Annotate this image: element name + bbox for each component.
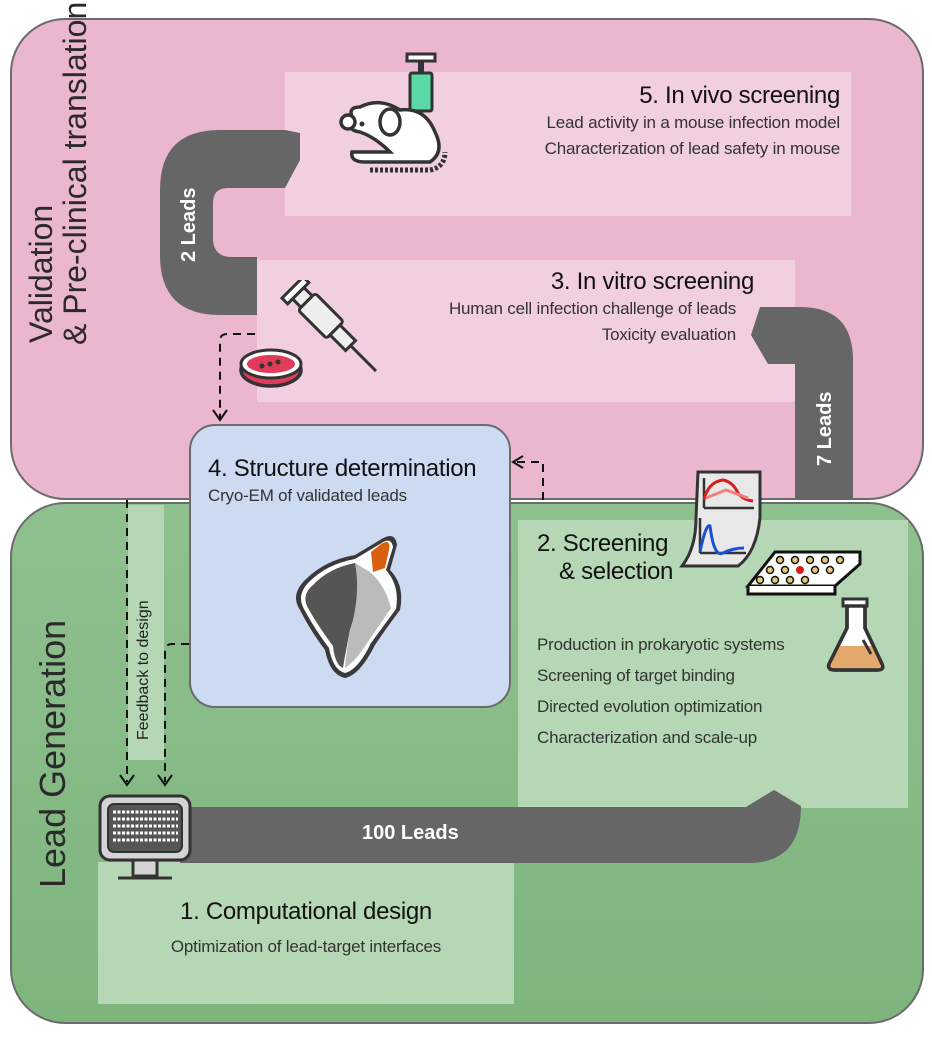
step-computational: 1. Computational design Optimization of … (98, 898, 514, 960)
in-vitro-line: Human cell infection challenge of leads (448, 299, 736, 318)
screening-line: Production in prokaryotic systems (537, 635, 785, 654)
screening-title-line2: & selection (559, 558, 674, 585)
dashed-arrow-invitro-to-structure (219, 333, 255, 418)
feedback-strip (128, 505, 164, 760)
in-vivo-line: Lead activity in a mouse infection model (546, 113, 841, 132)
computational-title: 1. Computational design (180, 898, 432, 925)
step-in-vitro: 3. In vitro screening Human cell infecti… (380, 268, 754, 348)
dashed-arrow-structure-to-design (164, 643, 189, 782)
computational-box (98, 862, 514, 1004)
step-structure: 4. Structure determination Cryo-EM of va… (208, 455, 508, 509)
well-plate-icon (745, 550, 862, 596)
step-screening-title: 2. Screening & selection (537, 530, 673, 586)
screening-line: Screening of target binding (537, 666, 735, 685)
computer-icon (98, 794, 192, 880)
binding-curves-icon (678, 470, 762, 568)
mouse-syringe-icon (339, 52, 448, 173)
structure-line: Cryo-EM of validated leads (208, 486, 407, 505)
in-vitro-title: 3. In vitro screening (550, 268, 754, 295)
label-100-leads: 100 Leads (362, 822, 459, 844)
dashed-arrow-screening-to-structure (515, 461, 544, 500)
computational-line: Optimization of lead-target interfaces (170, 937, 442, 956)
arrow-7-leads (751, 307, 853, 500)
in-vivo-line: Characterization of lead safety in mouse (544, 139, 841, 158)
screening-line: Directed evolution optimization (537, 697, 763, 716)
arrow-100-leads (180, 790, 801, 863)
screening-line: Characterization and scale-up (537, 728, 758, 747)
screening-title-line1: 2. Screening (537, 530, 669, 557)
in-vitro-line: Toxicity evaluation (601, 325, 736, 344)
structure-title: 4. Structure determination (208, 455, 477, 482)
flask-icon (826, 597, 885, 672)
in-vivo-title: 5. In vivo screening (639, 82, 840, 109)
protein-structure-icon (296, 536, 402, 678)
step-in-vivo: 5. In vivo screening Lead activity in a … (430, 82, 841, 162)
pipette-petri-icon (239, 280, 378, 388)
arrow-2-leads (160, 130, 300, 315)
step-screening-details: Production in prokaryotic systems Screen… (537, 629, 785, 753)
